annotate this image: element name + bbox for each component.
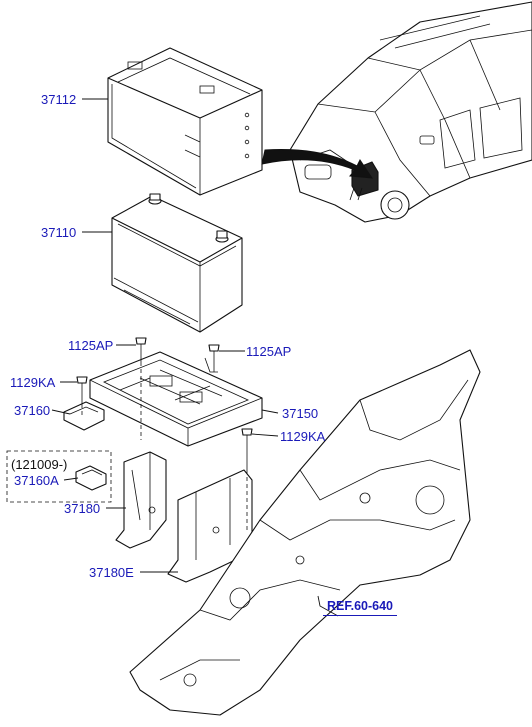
ref-link-60-640[interactable]: REF.60-640	[322, 599, 398, 616]
label-37180: 37180	[64, 501, 101, 516]
label-1129ka-left: 1129KA	[10, 375, 56, 390]
bolt-1129ka-right	[241, 428, 253, 470]
label-121009: (121009-)	[11, 457, 68, 472]
label-37110: 37110	[41, 225, 77, 240]
support-bracket-37180	[115, 451, 167, 549]
battery-tray-37150	[89, 351, 263, 447]
label-1125ap-right: 1125AP	[246, 344, 292, 359]
bolt-1125ap-left	[135, 337, 147, 362]
leader-lines	[51, 98, 339, 617]
vehicle-illustration	[289, 1, 532, 223]
label-37180e: 37180E	[89, 565, 134, 580]
variant-box	[6, 450, 112, 503]
battery-cover-37112	[107, 47, 263, 196]
label-1129ka-right: 1129KA	[280, 429, 326, 444]
body-structure-ref	[129, 349, 481, 716]
label-37160a: 37160A	[14, 473, 59, 488]
label-37160: 37160	[14, 403, 51, 418]
bolt-1129ka-left	[76, 376, 88, 404]
battery-37110	[111, 193, 243, 333]
label-37112: 37112	[41, 92, 77, 107]
label-1125ap-left: 1125AP	[68, 338, 114, 353]
label-37150: 37150	[282, 406, 319, 421]
bracket-37160a	[75, 465, 107, 491]
location-arrow	[261, 149, 373, 179]
bolt-1125ap-right	[208, 344, 220, 372]
bracket-37160	[63, 401, 105, 431]
